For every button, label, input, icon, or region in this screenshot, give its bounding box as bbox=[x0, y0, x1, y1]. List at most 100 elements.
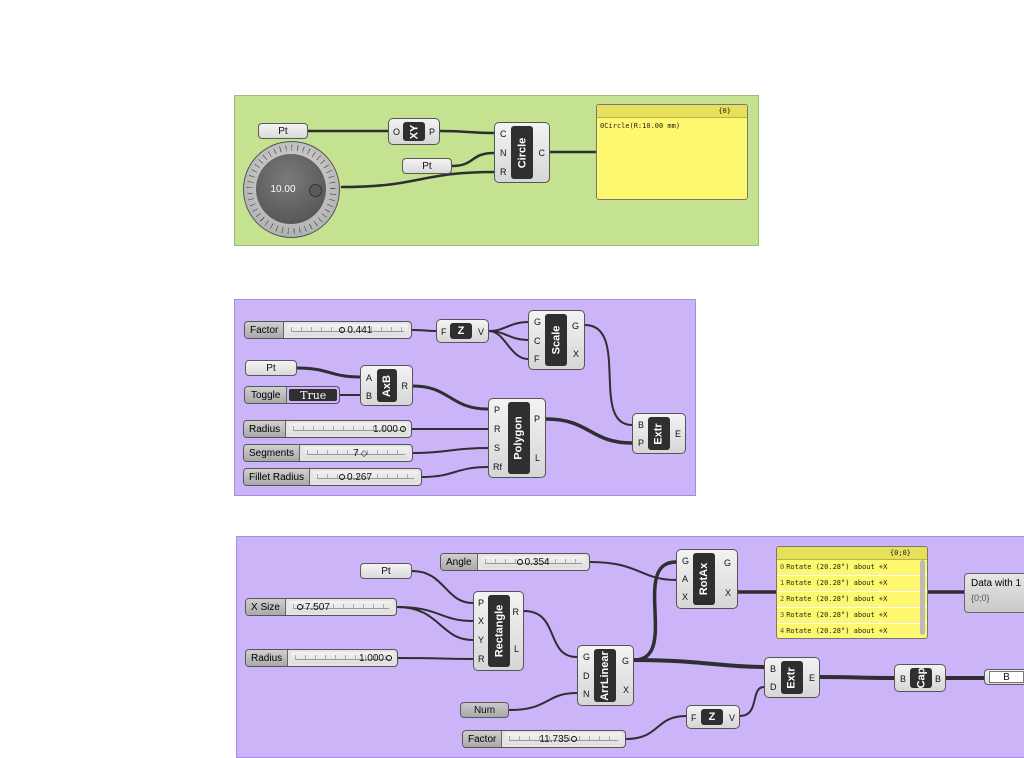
angle-slider-track[interactable]: 0.354 bbox=[480, 556, 586, 568]
axb-output-r[interactable]: R bbox=[401, 381, 409, 391]
circle-input-c[interactable]: C bbox=[500, 129, 507, 139]
arr-output-x[interactable]: X bbox=[622, 685, 629, 695]
xsize-slider-track[interactable]: 7.507 bbox=[288, 601, 393, 613]
circle-output-c[interactable]: C bbox=[538, 148, 546, 158]
xy-plane-component[interactable]: O XY P bbox=[388, 118, 440, 145]
slider-knob-icon[interactable] bbox=[339, 327, 346, 333]
z-input-f[interactable]: F bbox=[441, 327, 447, 337]
circle-component[interactable]: C N R Circle C bbox=[494, 122, 550, 183]
factor-slider[interactable]: Factor 0.441 bbox=[244, 321, 412, 339]
rectangle-component[interactable]: P X Y R Rectangle R L bbox=[473, 591, 524, 671]
slider-knob-icon[interactable] bbox=[400, 426, 406, 432]
dial-knob[interactable]: 10.00 bbox=[256, 154, 326, 224]
extr3-output-e[interactable]: E bbox=[808, 673, 815, 683]
axb-input-a[interactable]: A bbox=[366, 373, 373, 383]
rotax-input-a[interactable]: A bbox=[682, 574, 689, 584]
radius-slider[interactable]: Radius 1.000 bbox=[243, 420, 412, 438]
segments-slider[interactable]: Segments 7◇ bbox=[243, 444, 413, 462]
panel-row-index: 0 bbox=[600, 122, 605, 130]
scale-output-g[interactable]: G bbox=[571, 321, 579, 331]
radius-slider-track[interactable]: 1.000 bbox=[289, 423, 408, 435]
extrude-component-g3[interactable]: B D Extr E bbox=[764, 657, 820, 698]
fillet-radius-slider[interactable]: Fillet Radius 0.267 bbox=[243, 468, 422, 486]
fillet-slider-track[interactable]: 0.267 bbox=[313, 471, 418, 483]
panel-scrollbar[interactable] bbox=[920, 560, 925, 635]
polygon-component[interactable]: P R S Rf Polygon P L bbox=[488, 398, 546, 478]
extr3-input-b[interactable]: B bbox=[770, 664, 777, 674]
extr3-input-d[interactable]: D bbox=[770, 682, 777, 692]
factor-slider-track[interactable]: 0.441 bbox=[287, 324, 408, 336]
slider-knob-icon[interactable] bbox=[386, 655, 392, 661]
cap-output-b[interactable]: B bbox=[934, 674, 941, 684]
radius-g3-slider-track[interactable]: 1.000 bbox=[291, 652, 394, 664]
point-param[interactable]: Pt bbox=[258, 123, 308, 139]
point-param-g3[interactable]: Pt bbox=[360, 563, 412, 579]
factor-g3-slider-track[interactable]: 11.735 bbox=[505, 733, 622, 745]
rotax-input-g[interactable]: G bbox=[682, 556, 690, 566]
polygon-input-p[interactable]: P bbox=[494, 405, 501, 415]
angle-slider[interactable]: Angle 0.354 bbox=[440, 553, 590, 571]
rect-input-x[interactable]: X bbox=[478, 616, 485, 626]
scale-input-f[interactable]: F bbox=[534, 354, 540, 364]
slider-knob-icon[interactable] bbox=[516, 559, 523, 565]
xy-output-p[interactable]: P bbox=[428, 127, 435, 137]
rect-output-l[interactable]: L bbox=[513, 644, 519, 654]
extr-input-p[interactable]: P bbox=[638, 438, 645, 448]
scale-output-x[interactable]: X bbox=[572, 349, 579, 359]
scale-input-g[interactable]: G bbox=[534, 317, 542, 327]
slider-knob-icon[interactable] bbox=[339, 474, 346, 480]
circle-output-panel[interactable]: {0} 0Circle(R:10.00 mm) bbox=[596, 104, 748, 200]
polygon-output-l[interactable]: L bbox=[534, 453, 540, 463]
boolean-toggle[interactable]: Toggle True bbox=[244, 386, 340, 404]
rotax-output-x[interactable]: X bbox=[724, 588, 731, 598]
z-output-v[interactable]: V bbox=[477, 327, 484, 337]
arrlinear-component[interactable]: G D N ArrLinear G X bbox=[577, 645, 634, 706]
segments-slider-track[interactable]: 7◇ bbox=[303, 447, 409, 459]
radius-slider-g3[interactable]: Radius 1.000 bbox=[245, 649, 398, 667]
axb-component[interactable]: A B AxB R bbox=[360, 365, 413, 406]
cap-input-b[interactable]: B bbox=[900, 674, 907, 684]
data-node[interactable]: Data with 1 {0;0} bbox=[964, 573, 1024, 613]
extr-input-b[interactable]: B bbox=[638, 420, 645, 430]
polygon-input-r[interactable]: R bbox=[494, 424, 501, 434]
arr-input-g[interactable]: G bbox=[583, 652, 591, 662]
polygon-output-p[interactable]: P bbox=[533, 414, 540, 424]
arr-output-g[interactable]: G bbox=[621, 656, 629, 666]
rect-output-r[interactable]: R bbox=[512, 607, 520, 617]
rotax-component[interactable]: G A X RotAx G X bbox=[676, 549, 738, 609]
scale-input-c[interactable]: C bbox=[534, 336, 541, 346]
number-dial[interactable]: 10.00 bbox=[243, 141, 340, 238]
number-param[interactable]: Num bbox=[460, 702, 509, 718]
axb-input-b[interactable]: B bbox=[366, 391, 373, 401]
point-param-2[interactable]: Pt bbox=[402, 158, 452, 174]
slider-knob-icon[interactable] bbox=[571, 736, 578, 742]
rect-input-p[interactable]: P bbox=[478, 598, 485, 608]
z3-input-f[interactable]: F bbox=[691, 713, 697, 723]
extrude-component[interactable]: B P Extr E bbox=[632, 413, 686, 454]
unit-z-component[interactable]: F Z V bbox=[436, 319, 489, 343]
point-param-g2[interactable]: Pt bbox=[245, 360, 297, 376]
toggle-state[interactable]: True bbox=[289, 389, 337, 402]
brep-param[interactable]: B bbox=[984, 669, 1024, 685]
polygon-input-rf[interactable]: Rf bbox=[493, 462, 502, 472]
xy-input-o[interactable]: O bbox=[393, 127, 401, 137]
rect-input-y[interactable]: Y bbox=[478, 635, 485, 645]
arr-input-d[interactable]: D bbox=[583, 671, 590, 681]
slider-diamond-icon[interactable]: ◇ bbox=[360, 447, 368, 458]
rotax-output-g[interactable]: G bbox=[723, 558, 731, 568]
slider-knob-icon[interactable] bbox=[296, 604, 303, 610]
factor-slider-g3[interactable]: Factor 11.735 bbox=[462, 730, 626, 748]
unit-z-component-g3[interactable]: F Z V bbox=[686, 705, 740, 729]
arr-input-n[interactable]: N bbox=[583, 689, 590, 699]
polygon-input-s[interactable]: S bbox=[494, 443, 501, 453]
xsize-slider[interactable]: X Size 7.507 bbox=[245, 598, 397, 616]
circle-input-n[interactable]: N bbox=[500, 148, 507, 158]
circle-input-r[interactable]: R bbox=[500, 167, 507, 177]
rotax-input-x[interactable]: X bbox=[682, 592, 689, 602]
cap-component[interactable]: B Cap B bbox=[894, 664, 946, 692]
z3-output-v[interactable]: V bbox=[728, 713, 735, 723]
rect-input-r[interactable]: R bbox=[478, 654, 485, 664]
scale-component[interactable]: G C F Scale G X bbox=[528, 310, 585, 370]
extr-output-e[interactable]: E bbox=[674, 429, 681, 439]
